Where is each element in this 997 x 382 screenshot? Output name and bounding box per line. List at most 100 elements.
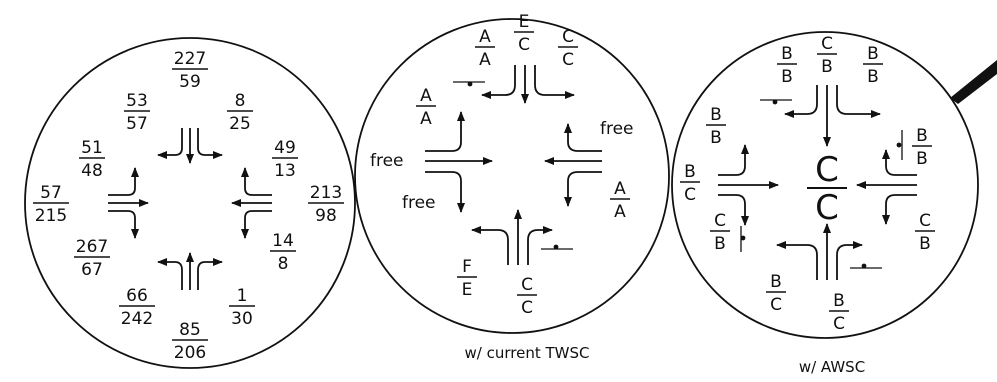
awsc-los-wl: B B — [706, 105, 726, 148]
twsc-stop-marker-north — [467, 81, 473, 87]
volume-wn-top: 51 — [81, 138, 103, 158]
awsc-los-wr: C B — [710, 211, 730, 254]
twsc-los-st: C C — [517, 275, 537, 318]
awsc-east-arrows — [856, 149, 917, 225]
volume-sw-top: 66 — [126, 286, 148, 306]
awsc-los-sl-bottom: C — [770, 295, 782, 315]
twsc-los-wl: A A — [416, 86, 436, 129]
awsc-los-wl-top: B — [710, 105, 722, 125]
awsc-los-er: C B — [915, 211, 935, 254]
volume-en-bottom: 13 — [274, 161, 296, 181]
volume-ne-top: 8 — [235, 91, 246, 111]
twsc-los-nl: A A — [475, 27, 495, 70]
awsc-los-st: B C — [829, 291, 849, 334]
south-approach-arrows — [157, 252, 223, 290]
awsc-los-nl-top: B — [781, 44, 793, 64]
twsc-los-wl-bottom: A — [420, 109, 432, 129]
awsc-north-arrows — [784, 85, 881, 147]
volume-ws-top: 267 — [76, 237, 108, 257]
awsc-los-wr-bottom: B — [714, 234, 726, 254]
volume-w-bottom: 215 — [35, 206, 67, 226]
twsc-los-wl-top: A — [420, 86, 432, 106]
twsc-east-arrows — [544, 123, 602, 207]
awsc-los-center-top: C — [815, 150, 839, 190]
volume-e-top: 213 — [310, 183, 342, 203]
awsc-los-st-bottom: C — [833, 314, 845, 334]
twsc-los-nt-bottom: C — [518, 35, 530, 55]
twsc-los-nl-top: A — [479, 27, 491, 47]
awsc-los-wt-bottom: C — [684, 185, 696, 205]
twsc-los-nt-top: E — [519, 12, 530, 32]
volume-nw-top: 53 — [126, 91, 148, 111]
volume-es-bottom: 8 — [278, 254, 289, 274]
awsc-los-center-bottom: C — [815, 188, 839, 228]
twsc-los-nt: E C — [514, 12, 534, 55]
volume-ne-bottom: 25 — [229, 114, 251, 134]
twsc-circle: A A E C C C A A free free free A A F — [354, 12, 670, 362]
awsc-los-wt-top: B — [684, 162, 696, 182]
volume-e-bottom: 98 — [315, 206, 337, 226]
awsc-los-nr: B B — [863, 44, 883, 87]
twsc-west-arrows — [425, 111, 493, 213]
twsc-los-nr-top: C — [562, 27, 574, 47]
volume-en-top: 49 — [274, 138, 296, 158]
awsc-los-nl-bottom: B — [781, 67, 793, 87]
awsc-los-el-top: B — [916, 126, 928, 146]
awsc-los-sl-top: B — [770, 272, 782, 292]
volume-n: 227 59 — [172, 49, 208, 92]
twsc-caption: w/ current TWSC — [465, 344, 590, 362]
volume-se-top: 1 — [237, 286, 248, 306]
twsc-stop-marker-south — [553, 244, 559, 250]
volume-wn-bottom: 48 — [81, 161, 103, 181]
twsc-los-nl-bottom: A — [479, 50, 491, 70]
awsc-los-nt-bottom: B — [821, 57, 833, 77]
volume-sw-bottom: 242 — [121, 309, 153, 329]
awsc-caption: w/ AWSC — [799, 358, 865, 376]
awsc-los-er-bottom: B — [919, 234, 931, 254]
volume-ws-bottom: 67 — [81, 260, 103, 280]
twsc-los-st-bottom: C — [521, 298, 533, 318]
awsc-stop-marker-north — [772, 99, 778, 105]
awsc-los-wl-bottom: B — [710, 128, 722, 148]
volume-n-top: 227 — [174, 49, 206, 69]
volume-es-top: 14 — [272, 231, 294, 251]
volume-ws: 267 67 — [74, 237, 110, 280]
twsc-los-nr: C C — [558, 27, 578, 70]
awsc-los-sl: B C — [766, 272, 786, 315]
volume-s-top: 85 — [179, 320, 201, 340]
north-approach-arrows — [157, 128, 223, 164]
awsc-los-er-top: C — [919, 211, 931, 231]
volume-w-top: 57 — [40, 183, 62, 203]
awsc-stop-marker-east — [896, 142, 902, 148]
volume-es: 14 8 — [270, 231, 296, 274]
awsc-los-st-top: B — [833, 291, 845, 311]
awsc-west-arrows — [718, 144, 779, 226]
awsc-los-el: B B — [912, 126, 932, 169]
awsc-los-nt-top: C — [821, 34, 833, 54]
twsc-south-arrows — [471, 209, 553, 265]
awsc-los-center: C C — [807, 150, 847, 228]
volume-s-bottom: 206 — [174, 343, 206, 363]
west-approach-arrows — [108, 167, 149, 239]
twsc-los-er-bottom: A — [614, 202, 626, 222]
twsc-los-sl: F E — [457, 257, 477, 300]
awsc-circle-outline — [671, 31, 979, 339]
volume-ne: 8 25 — [227, 91, 253, 134]
twsc-free-east-left: free — [600, 119, 634, 139]
twsc-los-sl-top: F — [462, 257, 472, 277]
awsc-los-nr-bottom: B — [867, 67, 879, 87]
volume-w: 57 215 — [33, 183, 69, 226]
awsc-los-wr-top: C — [714, 211, 726, 231]
volume-wn: 51 48 — [79, 138, 105, 181]
twsc-los-nr-bottom: C — [562, 50, 574, 70]
volume-circle: 227 59 53 57 8 25 51 48 49 13 57 215 — [24, 37, 356, 369]
volume-nw-bottom: 57 — [126, 114, 148, 134]
awsc-los-nl: B B — [777, 44, 797, 87]
twsc-circle-outline — [354, 18, 670, 334]
volume-sw: 66 242 — [119, 286, 155, 329]
awsc-los-nt: C B — [817, 34, 837, 77]
volume-n-bottom: 59 — [179, 72, 201, 92]
volume-circle-outline — [24, 37, 356, 369]
volume-en: 49 13 — [272, 138, 298, 181]
volume-e: 213 98 — [308, 183, 344, 226]
